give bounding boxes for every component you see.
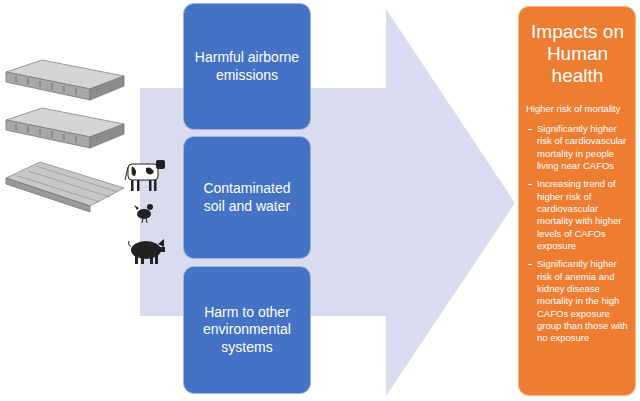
- barn: [6, 60, 124, 100]
- impact-box: Impacts on Human healthHigher risk of mo…: [518, 6, 636, 396]
- chicken: [134, 204, 153, 223]
- bullet-text: Significantly higher risk of anemia and …: [537, 258, 628, 343]
- bullet-item: Significantly higher risk of cardiovascu…: [526, 123, 629, 172]
- factor-box: Harm to other environmental systems: [183, 266, 311, 394]
- box-subheading: Higher risk of mortality: [526, 103, 629, 115]
- bullet-item: Increasing trend of higher risk of cardi…: [526, 178, 629, 252]
- bullet-dash: [528, 129, 532, 130]
- cow: [125, 160, 165, 191]
- shed: [6, 162, 124, 212]
- factor-box: Harmful airborne emissions: [183, 3, 311, 130]
- bullet-dash: [528, 264, 532, 265]
- box-heading: Impacts on Human health: [526, 21, 629, 87]
- barn: [6, 108, 124, 148]
- box-label: Contaminated soil and water: [192, 180, 302, 215]
- box-label: Harm to other environmental systems: [192, 304, 302, 357]
- pig: [128, 239, 165, 264]
- bullet-text: Increasing trend of higher risk of cardi…: [537, 178, 621, 251]
- bullet-item: Significantly higher risk of anemia and …: [526, 258, 629, 344]
- box-label: Harmful airborne emissions: [192, 49, 302, 84]
- bullet-dash: [528, 184, 532, 185]
- bullet-text: Significantly higher risk of cardiovascu…: [537, 123, 626, 171]
- factor-box: Contaminated soil and water: [183, 136, 311, 259]
